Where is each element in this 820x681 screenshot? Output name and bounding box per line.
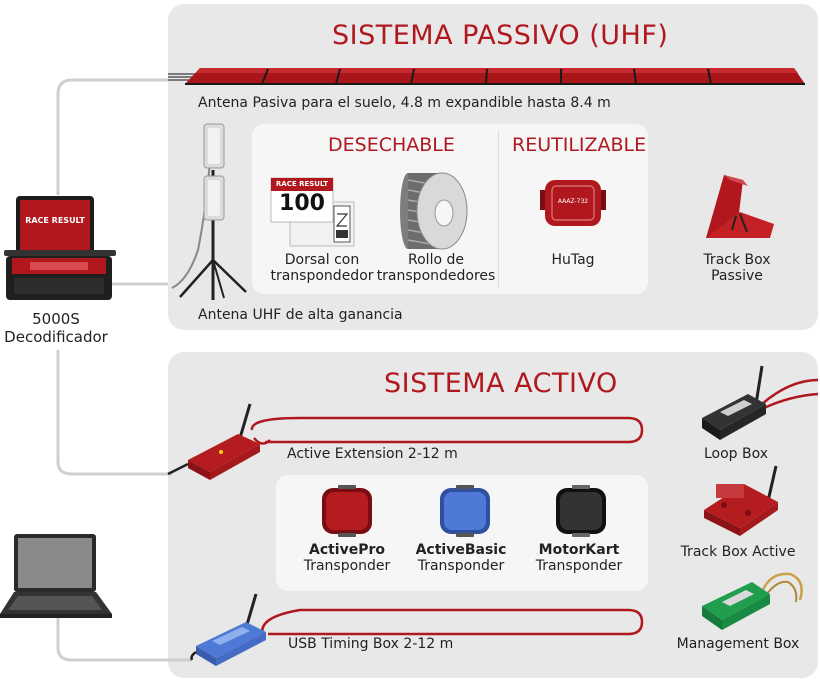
uhf-antenna-label: Antena UHF de alta ganancia bbox=[198, 307, 403, 323]
active-basic-icon bbox=[440, 485, 490, 537]
active-basic-name: ActiveBasic bbox=[415, 542, 507, 558]
uhf-antenna bbox=[171, 123, 247, 300]
connection-lines bbox=[56, 78, 192, 662]
active-extension-label: Active Extension 2-12 m bbox=[287, 446, 458, 462]
track-box-passive-line2: Passive bbox=[711, 268, 763, 284]
decoder-brand-text: RACE RESULT bbox=[25, 216, 85, 225]
loop-box-device bbox=[702, 365, 819, 440]
active-pro-icon bbox=[322, 485, 372, 537]
track-box-passive-line1: Track Box bbox=[703, 252, 771, 268]
usb-timing-box-device bbox=[190, 593, 644, 666]
bib-brand-text: RACE RESULT bbox=[275, 180, 329, 188]
track-box-active-device bbox=[704, 465, 778, 536]
hutag-code-text: AAAZ-732 bbox=[557, 198, 589, 205]
roll-label-line2: transpondedores bbox=[376, 268, 496, 284]
motorkart-icon bbox=[556, 485, 606, 537]
motorkart-label: MotorKart Transponder bbox=[524, 542, 634, 574]
bib-label-line2: transpondedor bbox=[270, 268, 374, 284]
motorkart-type: Transponder bbox=[535, 558, 623, 574]
usb-timing-box-label: USB Timing Box 2-12 m bbox=[288, 636, 454, 652]
active-basic-type: Transponder bbox=[417, 558, 505, 574]
laptop-device bbox=[0, 534, 112, 618]
bib-label-line1: Dorsal con bbox=[284, 252, 360, 268]
decoder-label-line1: 5000S bbox=[32, 310, 80, 328]
active-basic-label: ActiveBasic Transponder bbox=[406, 542, 516, 574]
bib-label: Dorsal con transpondedor bbox=[262, 252, 382, 284]
management-box-label: Management Box bbox=[676, 636, 800, 652]
decoder-label-line2: Decodificador bbox=[4, 328, 108, 346]
hutag-label: HuTag bbox=[551, 252, 595, 268]
track-box-active-label: Track Box Active bbox=[680, 544, 796, 560]
track-box-passive-label: Track Box Passive bbox=[690, 252, 784, 284]
active-pro-name: ActivePro bbox=[308, 542, 386, 558]
roll-label: Rollo de transpondedores bbox=[376, 252, 496, 284]
loop-box-label: Loop Box bbox=[703, 446, 769, 462]
active-extension-device bbox=[167, 403, 644, 480]
management-box-device bbox=[702, 572, 803, 630]
active-pro-label: ActivePro Transponder bbox=[292, 542, 402, 574]
decoder-5000s bbox=[4, 196, 116, 300]
floor-antenna-label: Antena Pasiva para el suelo, 4.8 m expan… bbox=[198, 95, 611, 111]
reusable-title: REUTILIZABLE bbox=[512, 134, 647, 156]
track-box-passive bbox=[706, 175, 774, 238]
active-system-title: SISTEMA ACTIVO bbox=[384, 368, 618, 399]
roll-label-line1: Rollo de bbox=[408, 252, 464, 268]
active-pro-type: Transponder bbox=[303, 558, 391, 574]
bib-number-text: 100 bbox=[279, 191, 325, 216]
transponder-roll bbox=[400, 172, 468, 250]
bib-transponder bbox=[270, 177, 355, 247]
disposable-title: DESECHABLE bbox=[328, 134, 455, 156]
motorkart-name: MotorKart bbox=[538, 542, 620, 558]
passive-system-title: SISTEMA PASSIVO (UHF) bbox=[332, 20, 669, 51]
floor-antenna-mat bbox=[168, 68, 805, 85]
decoder-label: 5000S Decodificador bbox=[0, 310, 112, 346]
panel-divider bbox=[498, 130, 499, 288]
hutag bbox=[540, 180, 606, 226]
